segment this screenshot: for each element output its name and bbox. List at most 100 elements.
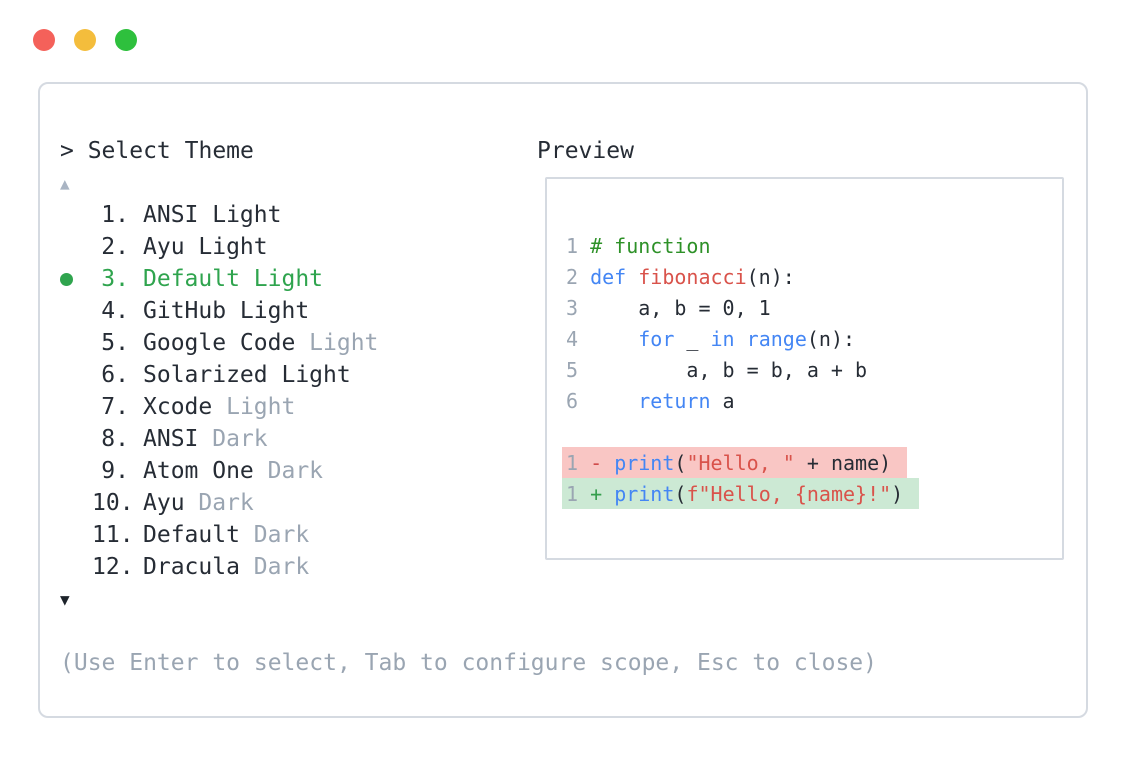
code-token: + name) <box>794 450 892 475</box>
code-token: print <box>614 450 675 475</box>
selected-indicator-slot <box>60 272 92 286</box>
theme-item-label: Xcode Light <box>143 394 296 420</box>
code-token <box>735 327 747 351</box>
line-number: 1 <box>566 481 591 506</box>
code-line: 4 for _ in range(n): <box>566 323 1062 354</box>
theme-item-dracula-dark[interactable]: 12.Dracula Dark <box>60 551 877 583</box>
theme-item-atom-one-dark[interactable]: 9. Atom One Dark <box>60 455 877 487</box>
code-token: # function <box>590 233 711 258</box>
theme-item-label: Atom One Dark <box>143 458 324 484</box>
code-token: print <box>614 481 675 506</box>
theme-item-ayu-light[interactable]: 2. Ayu Light <box>60 231 877 263</box>
traffic-light-close-icon[interactable] <box>33 29 55 51</box>
selected-indicator-dot <box>60 272 73 286</box>
theme-item-variant-muted: Light <box>226 394 296 420</box>
theme-item-ansi-light[interactable]: 1. ANSI Light <box>60 199 877 231</box>
code-line: 1 # function <box>566 230 1062 261</box>
diff-highlight-removed: 1 - print("Hello, " + name) <box>562 447 908 478</box>
theme-item-number: 7. <box>101 394 129 420</box>
code-token <box>590 389 638 413</box>
theme-item-label: Default Dark <box>143 522 310 548</box>
code-token: for <box>638 326 675 351</box>
theme-item-number: 3. <box>101 266 129 292</box>
theme-item-number: 5. <box>101 330 129 356</box>
theme-item-label: Solarized Light <box>143 362 351 388</box>
theme-item-label: ANSI Light <box>143 202 282 228</box>
line-number: 2 <box>566 264 591 289</box>
code-line: 2 def fibonacci(n): <box>566 261 1062 292</box>
theme-item-xcode-light[interactable]: 7. Xcode Light <box>60 391 877 423</box>
code-token: ( <box>674 481 687 506</box>
scroll-down-icon[interactable]: ▼ <box>60 589 70 609</box>
line-number: 1 <box>566 233 591 258</box>
theme-item-number: 2. <box>101 234 129 260</box>
theme-item-github-light[interactable]: 4. GitHub Light <box>60 295 877 327</box>
code-token: range <box>746 326 807 351</box>
code-token: ( <box>674 450 687 475</box>
code-token: a, b = 0, 1 <box>590 295 771 320</box>
code-token: (n): <box>806 326 856 351</box>
theme-item-number: 11. <box>92 522 134 548</box>
theme-item-label: GitHub Light <box>143 298 310 324</box>
theme-item-number: 6. <box>101 362 129 388</box>
code-line: 6 return a <box>566 385 1062 416</box>
theme-item-ansi-dark[interactable]: 8.ANSI Dark <box>60 423 877 455</box>
code-line: 3 a, b = 0, 1 <box>566 292 1062 323</box>
code-line: 5 a, b = b, a + b <box>566 354 1062 385</box>
window-controls <box>33 29 137 51</box>
code-token: def <box>590 264 639 289</box>
line-number: 6 <box>566 388 591 413</box>
scroll-up-icon[interactable]: ▲ <box>60 173 70 193</box>
diff-line-added: 1 + print(f"Hello, {name}!") <box>562 478 1062 509</box>
code-token: "Hello, " <box>686 450 795 475</box>
traffic-light-maximize-icon[interactable] <box>115 29 137 51</box>
theme-item-label: Ayu Dark <box>143 490 254 516</box>
theme-item-variant-muted: Dark <box>253 554 310 580</box>
code-token <box>590 327 638 351</box>
theme-item-google-code-light[interactable]: 5. Google Code Light <box>60 327 877 359</box>
theme-item-default-light[interactable]: 3. Default Light <box>60 263 877 295</box>
theme-item-ayu-dark[interactable]: 10.Ayu Dark <box>60 487 877 519</box>
line-number: 4 <box>566 326 591 351</box>
theme-item-variant-muted: Dark <box>212 426 268 452</box>
theme-item-default-dark[interactable]: 11. Default Dark <box>60 519 877 551</box>
code-line-empty <box>566 416 1062 447</box>
theme-item-label: Dracula Dark <box>143 554 310 580</box>
theme-selector-panel: > Select Theme ▲ 1. ANSI Light 2. Ayu Light… <box>60 135 877 679</box>
theme-item-label: Default Light <box>143 266 324 292</box>
code-token: in <box>710 326 735 351</box>
code-token: _ <box>674 326 711 351</box>
diff-sign-added: + <box>590 481 615 506</box>
line-number: 5 <box>566 357 591 382</box>
diff-line-removed: 1 - print("Hello, " + name) <box>562 447 1062 478</box>
line-number: 3 <box>566 295 591 320</box>
help-text: (Use Enter to select, Tab to configure s… <box>60 650 877 676</box>
code-token: ) <box>891 481 904 506</box>
theme-item-solarized-light[interactable]: 6. Solarized Light <box>60 359 877 391</box>
preview-title: Preview <box>537 138 634 164</box>
code-token: (n): <box>746 264 795 289</box>
code-token: f"Hello, {name}!" <box>686 481 892 506</box>
theme-item-number: 4. <box>101 298 129 324</box>
line-number: 1 <box>566 450 591 475</box>
code-token: a, b = b, a + b <box>590 357 868 382</box>
traffic-light-minimize-icon[interactable] <box>74 29 96 51</box>
diff-sign-removed: - <box>590 450 615 475</box>
theme-item-label: Ayu Light <box>143 234 268 260</box>
theme-item-variant-muted: Dark <box>253 522 310 548</box>
theme-item-number: 9. <box>101 458 129 484</box>
select-theme-prompt: > Select Theme <box>60 138 254 164</box>
code-token: a <box>710 388 735 413</box>
app-window: > Select Theme ▲ 1. ANSI Light 2. Ayu Light… <box>38 82 1088 718</box>
theme-item-variant-muted: Dark <box>267 458 324 484</box>
code-token: return <box>638 388 711 413</box>
theme-list: 1. ANSI Light 2. Ayu Light 3. Default Light 4.… <box>60 199 877 583</box>
code-token: fibonacci <box>638 264 747 289</box>
theme-item-label: Google Code Light <box>143 330 379 356</box>
theme-item-variant-muted: Dark <box>198 490 254 516</box>
theme-item-number: 1. <box>101 202 129 228</box>
theme-item-number: 8. <box>101 426 129 452</box>
theme-item-variant-muted: Light <box>309 330 379 356</box>
diff-highlight-added: 1 + print(f"Hello, {name}!") <box>562 478 920 509</box>
